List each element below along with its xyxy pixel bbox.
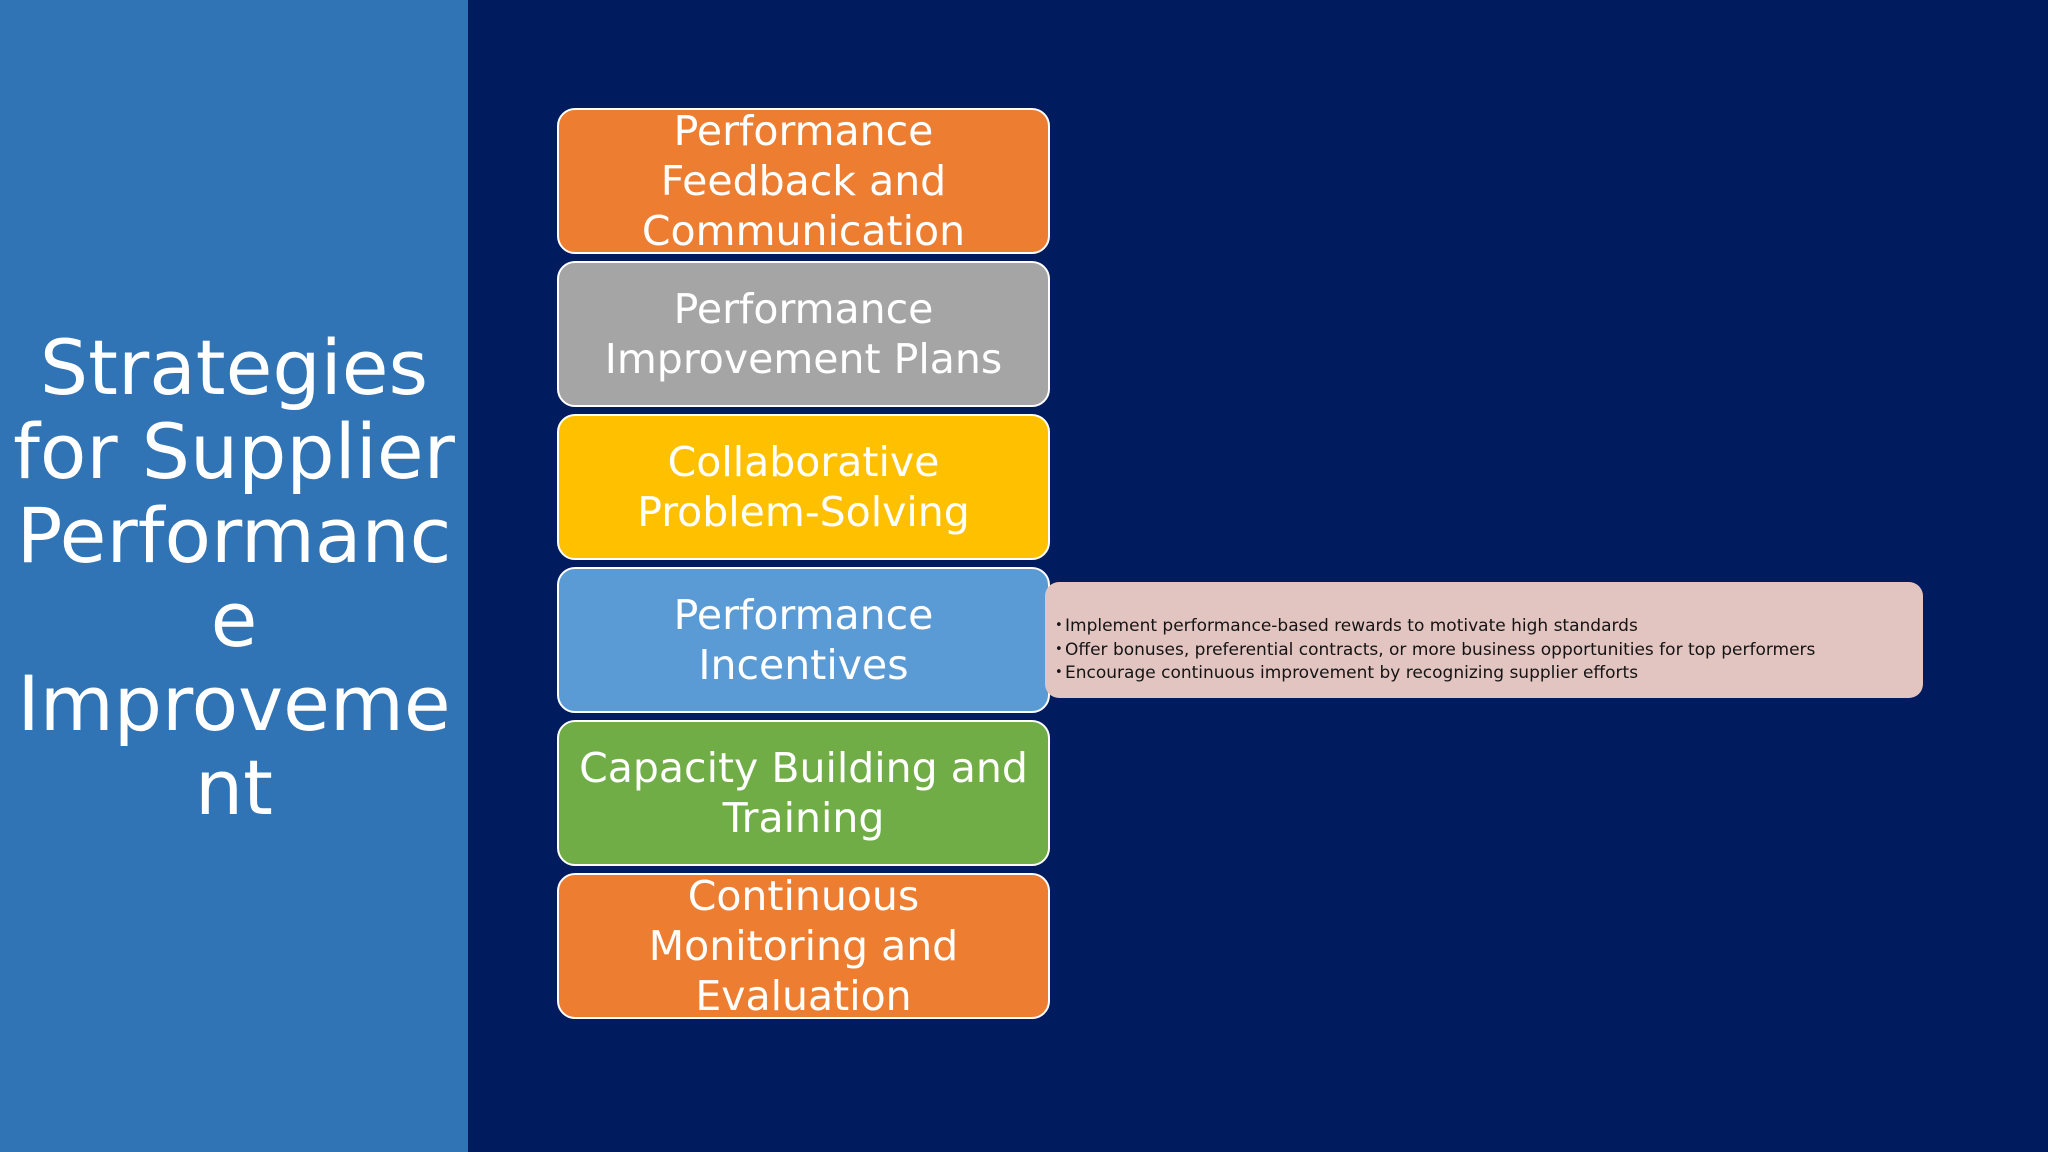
step-improvement-plans[interactable]: Performance Improvement Plans: [557, 261, 1050, 407]
detail-bullet: Encourage continuous improvement by reco…: [1055, 661, 1907, 686]
incentives-detail-box: Implement performance-based rewards to m…: [1045, 582, 1923, 698]
step-problem-solving[interactable]: Collaborative Problem-Solving: [557, 414, 1050, 560]
step-performance-feedback[interactable]: Performance Feedback and Communication: [557, 107, 1050, 255]
title-panel: Strategies for Supplier Performanc e Imp…: [0, 0, 468, 1152]
step-label: Performance Feedback and Communication: [641, 107, 966, 255]
detail-bullet: Offer bonuses, preferential contracts, o…: [1055, 638, 1907, 663]
step-label: Capacity Building and Training: [579, 744, 1028, 842]
detail-bullet: Implement performance-based rewards to m…: [1055, 614, 1907, 639]
step-label: Collaborative Problem-Solving: [637, 438, 970, 536]
step-continuous-monitoring[interactable]: Continuous Monitoring and Evaluation: [557, 872, 1050, 1020]
detail-bullet-list: Implement performance-based rewards to m…: [1055, 614, 1907, 686]
step-label: Continuous Monitoring and Evaluation: [648, 872, 959, 1020]
step-label: Performance Improvement Plans: [604, 285, 1003, 383]
step-label: Performance Incentives: [673, 591, 934, 689]
step-performance-incentives[interactable]: Performance Incentives: [557, 567, 1050, 713]
slide-title: Strategies for Supplier Performanc e Imp…: [13, 323, 455, 832]
step-capacity-building[interactable]: Capacity Building and Training: [557, 720, 1050, 866]
